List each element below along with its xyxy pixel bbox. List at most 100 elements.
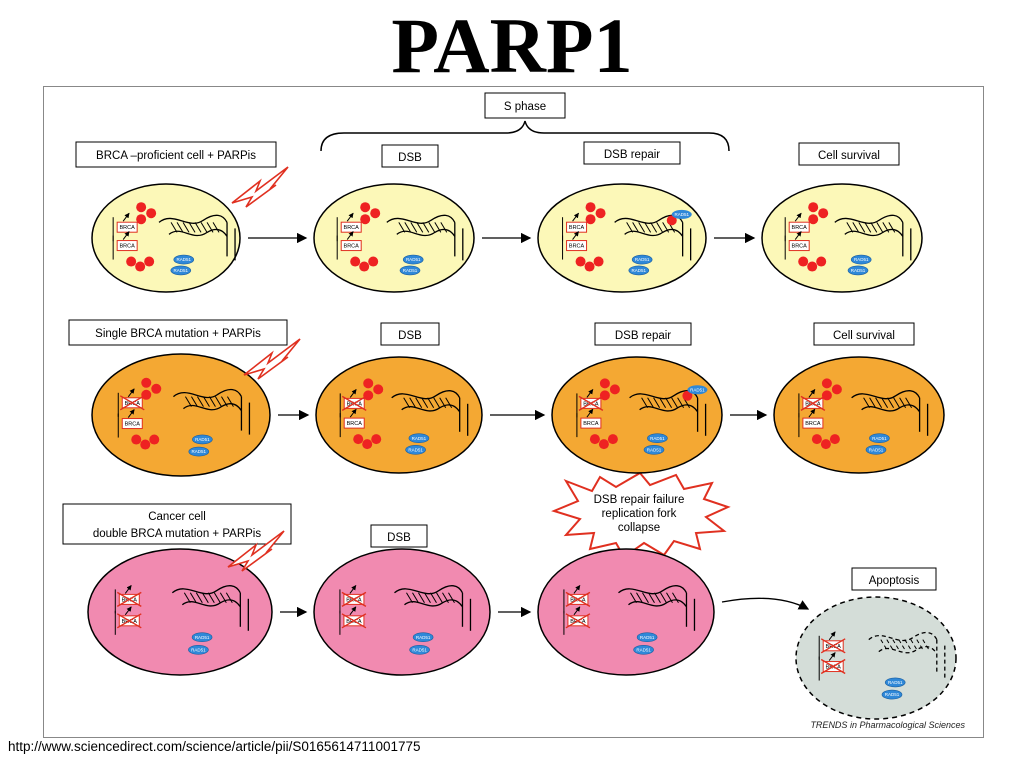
s-phase-bracket [320, 120, 730, 152]
svg-text:RAD51: RAD51 [632, 268, 647, 273]
svg-text:BRCA –proficient cell + PARPis: BRCA –proficient cell + PARPis [96, 150, 256, 162]
cell-body [551, 356, 723, 474]
svg-text:BRCA: BRCA [344, 244, 360, 250]
svg-text:BRCA: BRCA [826, 665, 842, 671]
cell-body [91, 353, 271, 477]
cell-body [315, 356, 483, 474]
s-phase-box [484, 92, 566, 119]
dna-strand [629, 390, 707, 436]
brca-gene-box: BRCA [784, 231, 810, 260]
dna-strand [386, 214, 464, 261]
svg-text:double BRCA mutation + PARPis: double BRCA mutation + PARPis [93, 528, 261, 540]
cell-body [795, 596, 957, 720]
svg-text:RAD51: RAD51 [872, 436, 887, 441]
svg-text:RAD51: RAD51 [403, 268, 418, 273]
svg-text:RAD51: RAD51 [640, 635, 655, 640]
brca-gene-box: BRCA [114, 584, 142, 614]
svg-text:RAD51: RAD51 [690, 387, 705, 392]
svg-text:BRCA: BRCA [347, 401, 363, 407]
svg-text:RAD51: RAD51 [195, 437, 210, 442]
brca-gene-box: BRCA [114, 606, 142, 635]
label-cell-survival-row1: Cell survival [798, 142, 900, 166]
svg-text:BRCA: BRCA [125, 422, 141, 428]
svg-text:RAD51: RAD51 [888, 680, 903, 685]
svg-text:BRCA: BRCA [569, 225, 585, 231]
row-3-label: Cancer cell double BRCA mutation + PARPi… [62, 503, 292, 545]
svg-text:RAD51: RAD51 [869, 447, 884, 452]
brca-protein-dots [575, 202, 606, 272]
brca-protein-dots [589, 378, 620, 450]
brca-protein-dots [811, 378, 842, 450]
brca-gene-box: BRCA [339, 606, 367, 635]
svg-text:BRCA: BRCA [570, 597, 586, 603]
svg-text:Cell survival: Cell survival [833, 330, 895, 342]
svg-text:BRCA: BRCA [122, 597, 138, 603]
svg-text:RAD51: RAD51 [406, 257, 421, 262]
cell-body [537, 548, 715, 676]
svg-text:RAD51: RAD51 [647, 447, 662, 452]
svg-text:BRCA: BRCA [583, 421, 599, 427]
parp-inhibitor-diagram: S phase BRCA –proficient cell + PARPis S… [43, 86, 984, 738]
brca-gene-box: BRCA [112, 231, 138, 260]
svg-text:BRCA: BRCA [120, 244, 136, 250]
brca-gene-box: BRCA [576, 408, 602, 438]
svg-text:BRCA: BRCA [346, 619, 362, 625]
cells-layer: BRCABRCARAD51RAD51BRCABRCARAD51RAD51BRCA… [87, 166, 957, 720]
svg-text:BRCA: BRCA [346, 597, 362, 603]
source-url[interactable]: http://www.sciencedirect.com/science/art… [8, 739, 421, 754]
svg-text:DSB: DSB [398, 152, 422, 164]
svg-text:BRCA: BRCA [569, 244, 585, 250]
label-apoptosis-row3: Apoptosis [851, 567, 937, 591]
dna-strand [173, 388, 251, 435]
svg-text:RAD51: RAD51 [174, 268, 189, 273]
label-dsb-repair-row2: DSB repair [594, 322, 692, 346]
svg-text:RAD51: RAD51 [412, 647, 427, 652]
svg-text:BRCA: BRCA [570, 619, 586, 625]
brca-gene-box: BRCA [798, 408, 824, 438]
dna-strand [394, 585, 472, 631]
dna-damage-bolt [243, 338, 301, 380]
slide-title: PARP1 [391, 2, 633, 89]
svg-text:BRCA: BRCA [792, 225, 808, 231]
svg-text:RAD51: RAD51 [192, 449, 207, 454]
dna-damage-bolt [227, 530, 285, 572]
brca-protein-dots [131, 377, 162, 450]
brca-gene-box: BRCA [562, 231, 588, 260]
dna-strand [851, 390, 929, 436]
svg-text:BRCA: BRCA [120, 225, 136, 231]
row-1-label: BRCA –proficient cell + PARPis [75, 141, 277, 168]
brca-gene-box: BRCA [339, 388, 367, 418]
svg-text:Cancer cell: Cancer cell [148, 511, 206, 523]
svg-text:Single BRCA mutation + PARPis: Single BRCA mutation + PARPis [95, 328, 261, 340]
label-dsb-repair-row1: DSB repair [583, 141, 681, 165]
label-dsb-row2: DSB [380, 322, 440, 346]
svg-text:RAD51: RAD51 [885, 692, 900, 697]
cell-body [313, 183, 475, 293]
svg-text:RAD51: RAD51 [636, 647, 651, 652]
svg-text:collapse: collapse [618, 522, 660, 534]
svg-text:DSB: DSB [387, 532, 411, 544]
brca-gene-box: BRCA [339, 584, 367, 614]
svg-text:RAD51: RAD51 [408, 447, 423, 452]
brca-gene-box: BRCA [117, 409, 143, 438]
diagram-canvas: S phase BRCA –proficient cell + PARPis S… [62, 92, 965, 730]
flow-arrows [248, 232, 810, 618]
svg-text:RAD51: RAD51 [177, 257, 192, 262]
svg-text:RAD51: RAD51 [675, 212, 690, 217]
svg-text:BRCA: BRCA [826, 644, 842, 650]
dna-strand [618, 585, 696, 631]
